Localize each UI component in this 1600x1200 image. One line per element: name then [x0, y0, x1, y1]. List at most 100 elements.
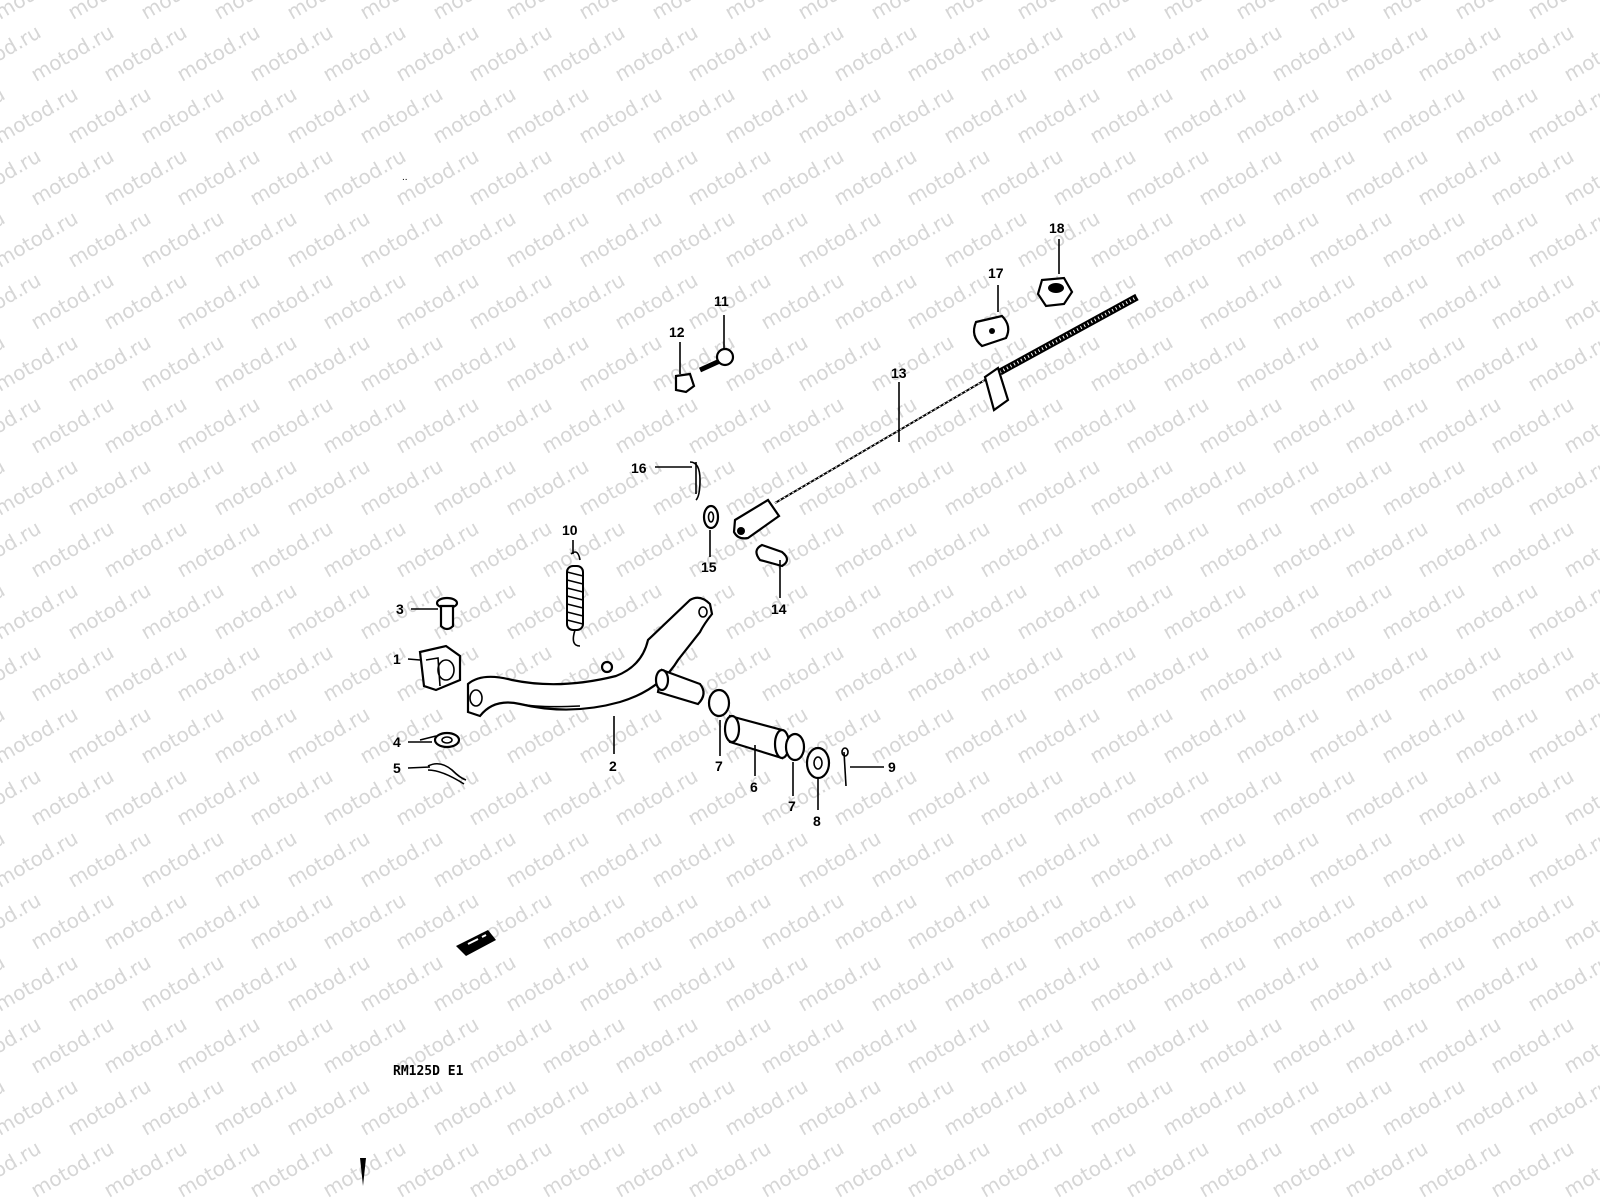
watermark-text: motod.ru	[648, 454, 739, 521]
watermark-text: motod.ru	[867, 454, 958, 521]
watermark-text: motod.ru	[575, 82, 666, 149]
watermark-text: motod.ru	[976, 640, 1067, 707]
watermark-text: motod.ru	[1013, 578, 1104, 645]
watermark-text: motod.ru	[1378, 702, 1469, 769]
watermark-text: motod.ru	[903, 1012, 994, 1079]
watermark-text: motod.ru	[538, 392, 629, 459]
watermark-text: motod.ru	[210, 702, 301, 769]
watermark-text: motod.ru	[757, 1012, 848, 1079]
watermark-text: motod.ru	[1414, 516, 1505, 583]
watermark-text: motod.ru	[465, 268, 556, 335]
watermark-text: motod.ru	[465, 516, 556, 583]
watermark-text: motod.ru	[1049, 640, 1140, 707]
watermark-text: motod.ru	[575, 826, 666, 893]
callout-4: 4	[393, 734, 401, 750]
watermark-text: motod.ru	[794, 826, 885, 893]
watermark-text: motod.ru	[173, 392, 264, 459]
part-9-cotter-pin	[841, 747, 849, 787]
watermark-text: motod.ru	[100, 144, 191, 211]
watermark-text: motod.ru	[721, 578, 812, 645]
watermark-text: motod.ru	[684, 20, 775, 87]
watermark-text: motod.ru	[794, 206, 885, 273]
watermark-text: motod.ru	[502, 82, 593, 149]
watermark-text: motod.ru	[867, 82, 958, 149]
watermark-text: motod.ru	[794, 578, 885, 645]
callouts: 1 2 3 4 5 6 7 7 8 9 10 11 12 13 14 15 16…	[393, 220, 1065, 829]
watermark-text: motod.ru	[1414, 764, 1505, 831]
watermark-text: motod.ru	[648, 1074, 739, 1141]
watermark-text: motod.ru	[976, 516, 1067, 583]
watermark-text: motod.ru	[757, 144, 848, 211]
watermark-text: motod.ru	[1159, 826, 1250, 893]
watermark-text: motod.ru	[1086, 578, 1177, 645]
watermark-text: motod.ru	[429, 454, 520, 521]
watermark-text: motod.ru	[684, 888, 775, 955]
watermark-text: motod.ru	[721, 826, 812, 893]
watermark-text: motod.ru	[830, 144, 921, 211]
callout-5: 5	[393, 760, 401, 776]
watermark-text: motod.ru	[100, 20, 191, 87]
watermark-text: motod.ru	[1378, 454, 1469, 521]
watermark-text: motod.ru	[1086, 950, 1177, 1017]
watermark-text: motod.ru	[1341, 888, 1432, 955]
watermark-text: motod.ru	[173, 20, 264, 87]
watermark-text: motod.ru	[173, 1012, 264, 1079]
watermark-text: motod.ru	[1013, 454, 1104, 521]
watermark-text: motod.ru	[575, 206, 666, 273]
watermark-text: motod.ru	[648, 826, 739, 893]
watermark-text: motod.ru	[1159, 578, 1250, 645]
watermark-text: motod.ru	[100, 1012, 191, 1079]
watermark-text: motod.ru	[830, 640, 921, 707]
watermark-text: motod.ru	[867, 826, 958, 893]
watermark-text: motod.ru	[1487, 144, 1578, 211]
watermark-text: motod.ru	[392, 268, 483, 335]
watermark-text: motod.ru	[246, 268, 337, 335]
watermark-text: motod.ru	[210, 82, 301, 149]
watermark-text: motod.ru	[1451, 826, 1542, 893]
watermark-text: motod.ru	[575, 330, 666, 397]
watermark-text: motod.ru	[1487, 1012, 1578, 1079]
watermark-text: motod.ru	[502, 454, 593, 521]
watermark-text: motod.ru	[575, 578, 666, 645]
watermark-text: motod.ru	[1122, 888, 1213, 955]
watermark-text: motod.ru	[794, 1074, 885, 1141]
watermark-text: motod.ru	[538, 888, 629, 955]
watermark-text: motod.ru	[1232, 330, 1323, 397]
watermark-text: motod.ru	[903, 640, 994, 707]
watermark-text: motod.ru	[392, 392, 483, 459]
watermark-text: motod.ru	[429, 1074, 520, 1141]
watermark-text: motod.ru	[100, 516, 191, 583]
watermark-text: motod.ru	[64, 826, 155, 893]
watermark-text: motod.ru	[1378, 826, 1469, 893]
watermark-text: motod.ru	[611, 20, 702, 87]
watermark-text: motod.ru	[976, 144, 1067, 211]
part-4-return-spring	[419, 731, 461, 749]
watermark-text: motod.ru	[940, 454, 1031, 521]
watermark-text: motod.ru	[319, 888, 410, 955]
watermark-text: motod.ru	[940, 950, 1031, 1017]
watermark-text: motod.ru	[684, 144, 775, 211]
watermark-text: motod.ru	[356, 454, 447, 521]
watermark-text: motod.ru	[1232, 1074, 1323, 1141]
watermark-text: motod.ru	[429, 82, 520, 149]
watermark-text: motod.ru	[283, 206, 374, 273]
watermark-text: motod.ru	[1378, 82, 1469, 149]
watermark-text: motod.ru	[1049, 888, 1140, 955]
watermark-text: motod.ru	[1487, 516, 1578, 583]
watermark-text: motod.ru	[575, 1074, 666, 1141]
watermark-text: motod.ru	[392, 20, 483, 87]
watermark-text: motod.ru	[210, 206, 301, 273]
watermark-text: motod.ru	[465, 20, 556, 87]
watermark-text: motod.ru	[210, 1074, 301, 1141]
watermark-text: motod.ru	[64, 578, 155, 645]
watermark-text: motod.ru	[903, 20, 994, 87]
watermark-text: motod.ru	[976, 392, 1067, 459]
callout-7a: 7	[715, 758, 723, 774]
watermark-text: motod.ru	[1414, 144, 1505, 211]
watermark-text: motod.ru	[1305, 950, 1396, 1017]
watermark-text: motod.ru	[429, 206, 520, 273]
callout-1: 1	[393, 651, 401, 667]
watermark-text: motod.ru	[1122, 516, 1213, 583]
watermark-text: motod.ru	[830, 764, 921, 831]
watermark-text: motod.ru	[1305, 454, 1396, 521]
